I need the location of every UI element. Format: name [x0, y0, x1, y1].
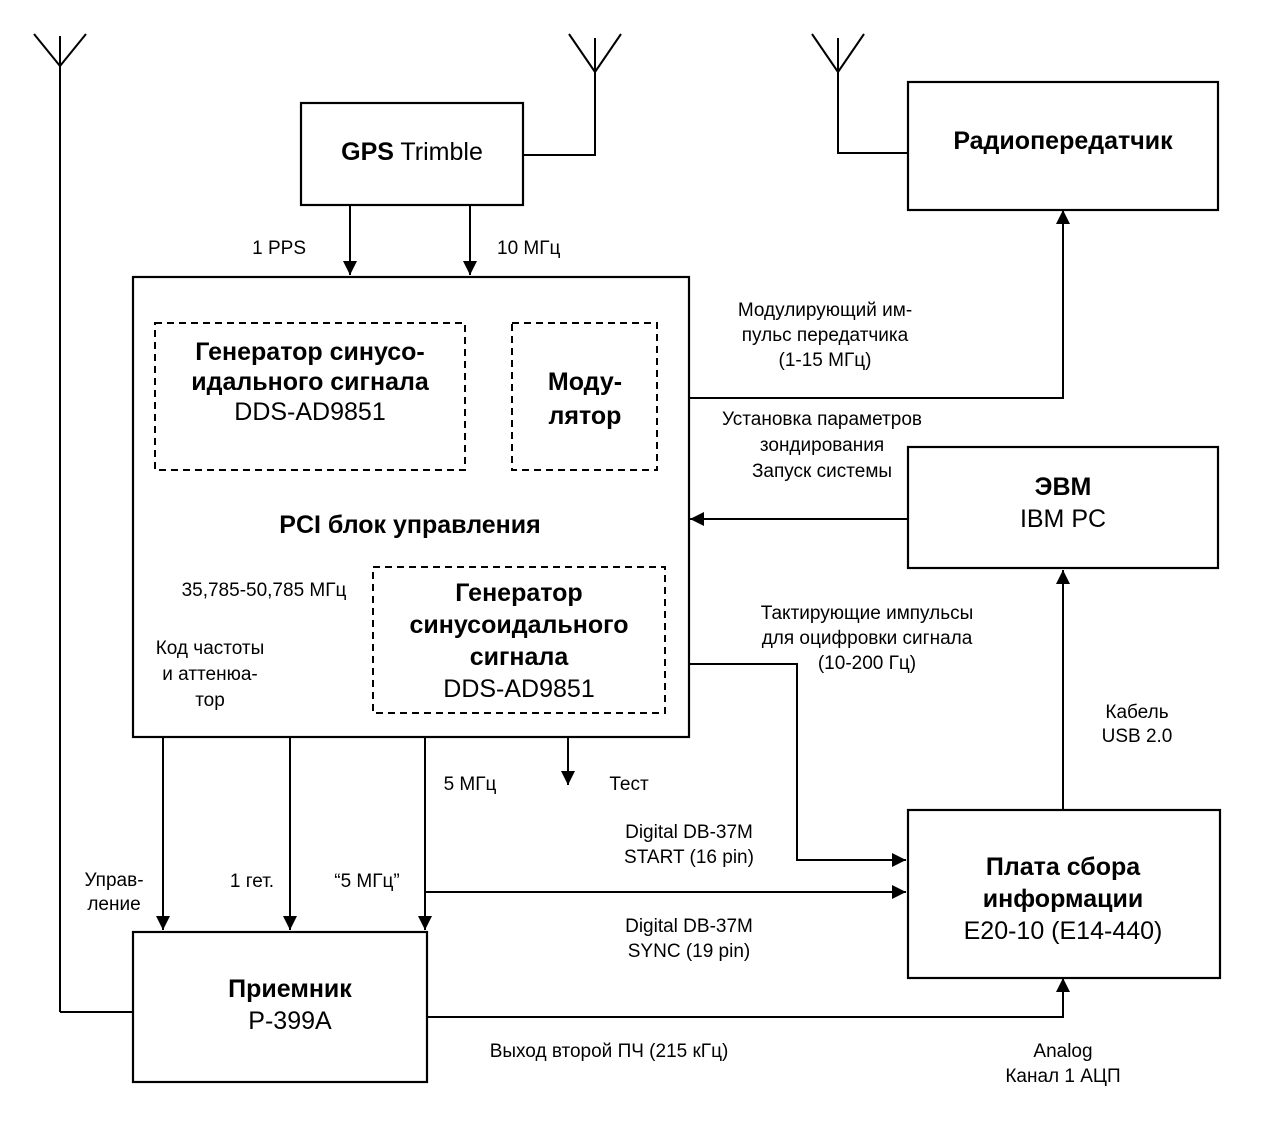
daq-box — [906, 808, 1222, 980]
computer-line1: ЭВМ — [1035, 473, 1092, 501]
control-label-2: ление — [87, 894, 140, 915]
mod-pulse-arrow — [658, 210, 1070, 399]
gen2-box — [372, 566, 666, 714]
sync-label-1: Digital DB-37M — [625, 916, 753, 937]
receiver-line2: Р-399А — [248, 1007, 332, 1035]
daq-line1: Плата сбора — [986, 853, 1141, 881]
clock-arrow — [690, 663, 906, 867]
daq-line2: информации — [983, 885, 1143, 913]
if-out-arrow — [327, 978, 1070, 1018]
mhz5-quoted-label: “5 МГц” — [334, 871, 400, 892]
mod-pulse-label-1: Модулирующий им- — [738, 300, 912, 321]
freq-range-label: 35,785-50,785 МГц — [182, 580, 347, 601]
transmitter-box — [906, 80, 1220, 212]
clock-label-1: Тактирующие импульсы — [761, 603, 974, 624]
computer-box — [906, 445, 1220, 570]
gen2-line2: синусоидального — [410, 611, 629, 639]
het1-label: 1 гет. — [230, 871, 274, 892]
cable-label-2: USB 2.0 — [1102, 726, 1173, 747]
mhz5-label: 5 МГц — [444, 774, 497, 795]
gen1-line2: идального сигнала — [191, 368, 430, 396]
computer-line2: IBM PC — [1020, 505, 1106, 533]
clock-label-3: (10-200 Гц) — [818, 653, 916, 674]
gen2-line4: DDS-AD9851 — [443, 675, 594, 703]
daq-line3: E20-10 (E14-440) — [964, 917, 1163, 945]
sync-label-2: SYNC (19 pin) — [628, 941, 751, 962]
gen2-line1: Генератор — [455, 579, 582, 607]
gen2-line3: сигнала — [470, 643, 570, 671]
control-label-1: Управ- — [84, 870, 143, 891]
setup-label-3: Запуск системы — [752, 461, 892, 482]
freq-code-label-1: Код частоты — [156, 638, 265, 659]
modulator-box — [511, 322, 658, 471]
analog-label-1: Analog — [1033, 1041, 1092, 1062]
mod-pulse-label-2: пульс передатчика — [742, 325, 909, 346]
setup-label-1: Установка параметров — [722, 409, 922, 430]
transmitter-title: Радиопередатчик — [953, 127, 1173, 155]
test-label: Тест — [609, 774, 649, 795]
modulator-line1: Моду- — [548, 368, 622, 396]
gps-antenna — [524, 33, 622, 156]
receiver-line1: Приемник — [228, 975, 352, 1003]
modulator-line2: лятор — [549, 402, 622, 430]
gen1-box — [154, 322, 466, 471]
clock-label-2: для оцифровки сигнала — [762, 628, 973, 649]
pps-label: 1 PPS — [252, 238, 306, 259]
freq-code-label-2: и аттенюа- — [162, 664, 257, 685]
pci-title: PCI блок управления — [279, 511, 540, 539]
receiver-box — [131, 930, 429, 1084]
mhz10-label: 10 МГц — [497, 238, 561, 259]
start-label-2: START (16 pin) — [624, 847, 754, 868]
receiver-antenna — [33, 33, 87, 1012]
gps-box — [299, 101, 525, 207]
gen1-line1: Генератор синусо- — [195, 338, 425, 366]
start-label-1: Digital DB-37M — [625, 822, 753, 843]
setup-label-2: зондирования — [760, 435, 884, 456]
cable-label-1: Кабель — [1105, 702, 1168, 723]
if-out-label: Выход второй ПЧ (215 кГц) — [490, 1041, 729, 1062]
mod-pulse-label-3: (1-15 МГц) — [779, 350, 872, 371]
gen1-line3: DDS-AD9851 — [234, 398, 385, 426]
analog-label-2: Канал 1 АЦП — [1005, 1066, 1120, 1087]
freq-code-label-3: тор — [195, 690, 225, 711]
transmitter-antenna — [811, 33, 908, 154]
gps-title: GPS Trimble — [341, 138, 483, 166]
